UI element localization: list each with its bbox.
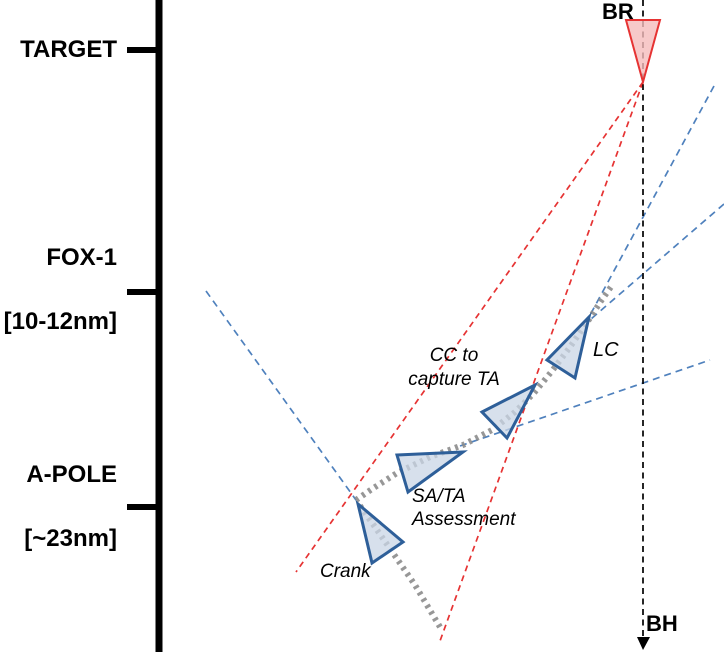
threat-line-right: [439, 81, 644, 642]
axis-label-apole-text: A-POLE: [26, 461, 117, 488]
axis-label-apole-range: [~23nm]: [24, 525, 117, 552]
axis-label-target: TARGET: [20, 2, 117, 98]
bandit-icon: [624, 19, 662, 86]
bearing-line-cc: [459, 359, 711, 447]
threat-line-left: [295, 81, 644, 573]
maneuver-label-lc: LC: [593, 339, 619, 361]
maneuver-label-crank: Crank: [320, 561, 371, 582]
friendly-fighter-icon-sata: [395, 450, 468, 495]
bearing-line-lc-lower: [590, 203, 724, 320]
axis-label-fox1: FOX-1 [10-12nm]: [4, 210, 117, 370]
bearing-line-lc-upper: [588, 85, 715, 318]
bh-label: BH: [646, 611, 678, 636]
friendly-fighter-icon-lc: [544, 312, 592, 381]
axis-label-fox1-range: [10-12nm]: [3, 308, 117, 335]
axis-label-target-text: TARGET: [20, 36, 117, 63]
bearing-line-crank: [205, 290, 357, 501]
bh-arrow-icon: [637, 637, 650, 650]
friendly-fighter-icon-cc: [479, 381, 539, 441]
axis-label-fox1-text: FOX-1: [46, 244, 117, 271]
flight-path-upper: [354, 282, 616, 503]
axis-label-apole: A-POLE [~23nm]: [24, 427, 117, 587]
friendly-fighter-icon-crank: [355, 499, 406, 566]
br-label: BR: [602, 0, 634, 24]
maneuver-label-sata: SA/TA Assessment: [412, 486, 516, 530]
maneuver-label-cc: CC to capture TA: [408, 345, 500, 390]
